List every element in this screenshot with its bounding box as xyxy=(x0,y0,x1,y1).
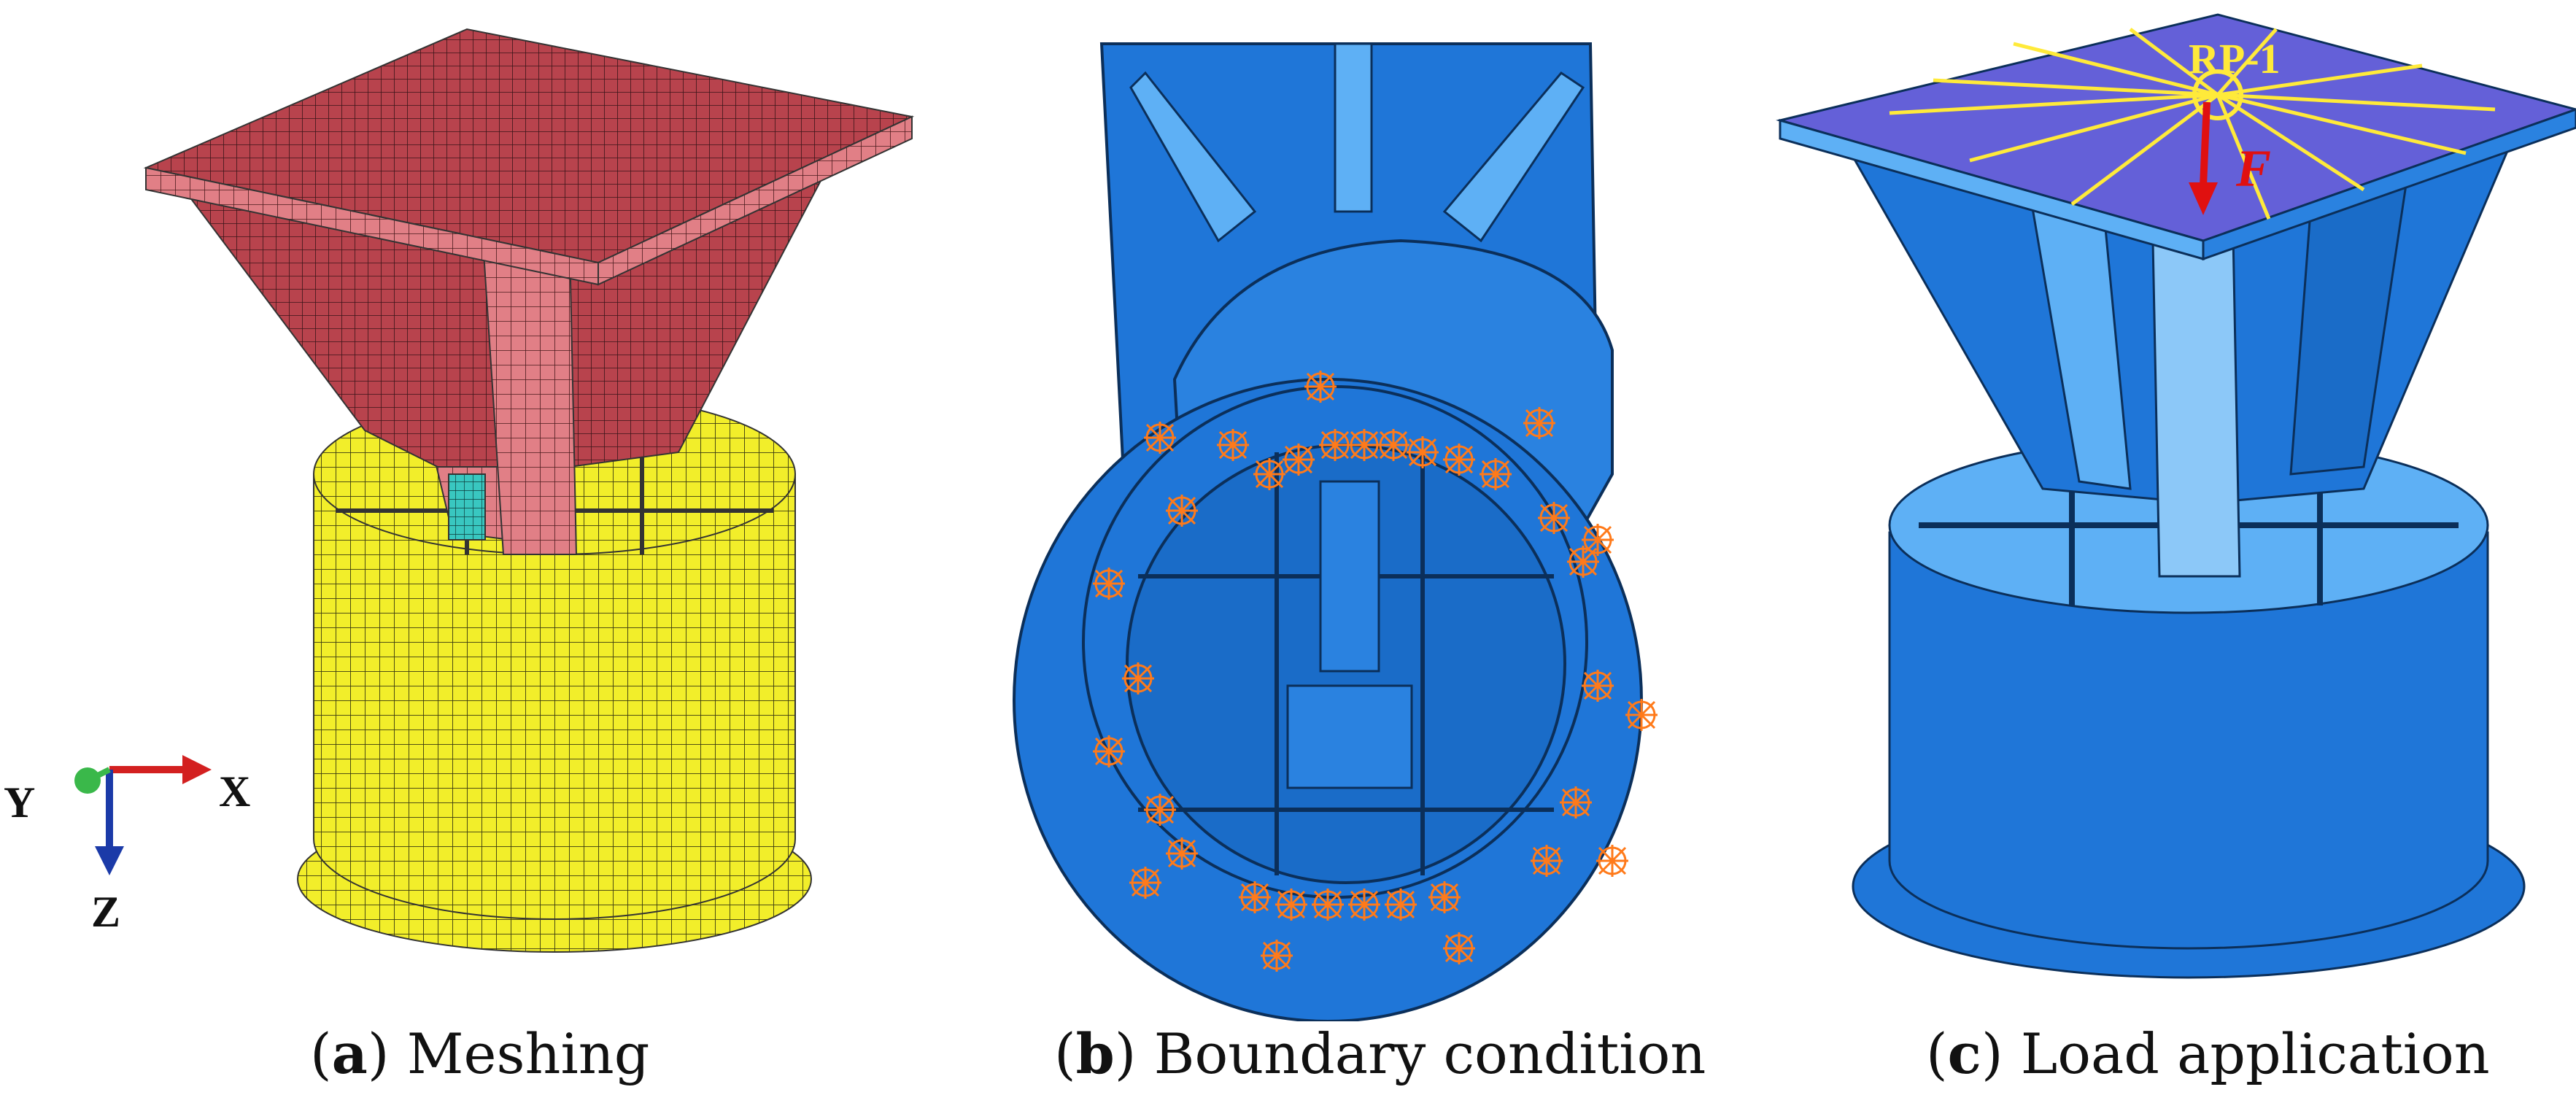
axis-label-z: Z xyxy=(91,888,120,936)
caption-load-application: (c) Load application xyxy=(1926,1021,2490,1086)
coordinate-triad xyxy=(74,755,212,875)
axis-label-x: X xyxy=(219,767,250,816)
caption-meshing: (a) Meshing xyxy=(310,1021,650,1086)
panel-load-application: RP-1 F xyxy=(1765,0,2576,1021)
caption-title: Boundary condition xyxy=(1153,1021,1706,1086)
caption-title: Load application xyxy=(2020,1021,2490,1086)
caption-boundary-condition: (b) Boundary condition xyxy=(1054,1021,1706,1086)
caption-letter: a xyxy=(331,1021,368,1086)
force-arrow xyxy=(2200,101,2211,187)
caption-letter: b xyxy=(1075,1021,1115,1086)
axis-label-y: Y xyxy=(4,778,35,827)
panel-meshing: X Y Z xyxy=(0,0,941,1021)
reference-point-label: RP-1 xyxy=(2189,35,2281,82)
panel-boundary-condition xyxy=(941,0,1765,1021)
mesh-cyan-region xyxy=(448,473,486,541)
load-cylinder-body xyxy=(1888,531,2489,950)
meshing-figure: X Y Z xyxy=(4,28,915,953)
reference-point-marker xyxy=(2192,69,2243,120)
caption-title: Meshing xyxy=(406,1021,650,1086)
boundary-figure xyxy=(1013,42,1659,1021)
load-figure: RP-1 F xyxy=(1776,13,2576,979)
caption-letter: c xyxy=(1947,1021,1981,1086)
mesh-cylinder-body xyxy=(313,473,796,920)
force-label: F xyxy=(2235,139,2271,198)
